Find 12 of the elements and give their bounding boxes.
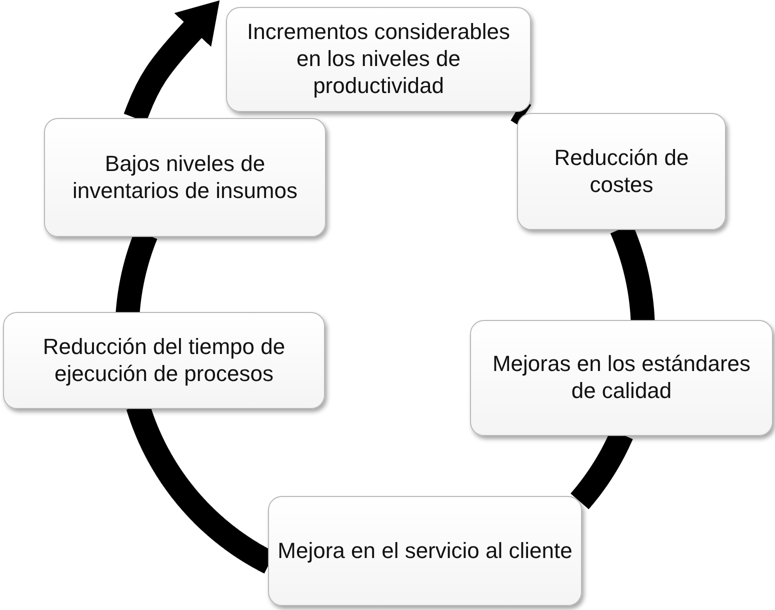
- box-label: Mejoras en los estándares de calidad: [491, 351, 752, 405]
- rounded-box: [3, 312, 325, 409]
- rounded-box: [470, 320, 773, 436]
- rounded-box: [268, 496, 582, 606]
- rounded-box: [226, 7, 531, 112]
- box-label: Reducción del tiempo de ejecución de procesos: [42, 334, 286, 388]
- box-label: Bajos niveles de inventarios de insumos: [71, 150, 298, 204]
- box-label: Reducción de costes: [553, 144, 690, 198]
- box-label: Mejora en el servicio al cliente: [278, 538, 572, 564]
- rounded-box: [517, 113, 726, 230]
- rounded-box: [44, 118, 326, 237]
- box-label: Incrementos considerables en los niveles de productividad: [246, 19, 511, 100]
